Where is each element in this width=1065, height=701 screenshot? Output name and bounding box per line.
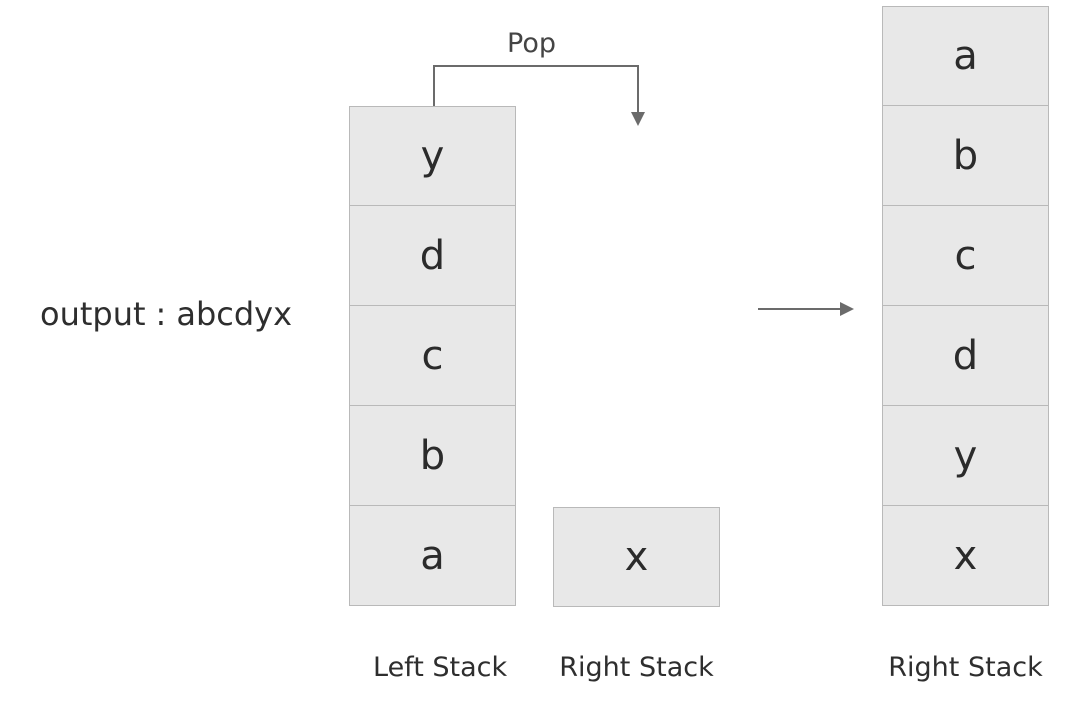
left-stack: y d c b a	[349, 106, 516, 606]
left-stack-cell: d	[349, 206, 516, 306]
output-label: output:abcdyx	[40, 292, 292, 336]
right-stack-after-cell: d	[882, 306, 1049, 406]
output-separator: :	[155, 295, 167, 333]
left-stack-cell: b	[349, 406, 516, 506]
right-stack-after-cell: b	[882, 106, 1049, 206]
left-stack-cell: y	[349, 106, 516, 206]
right-stack-after-cell: c	[882, 206, 1049, 306]
output-value: abcdyx	[176, 295, 293, 333]
right-stack-after-caption: Right Stack	[888, 652, 1043, 683]
left-stack-caption: Left Stack	[373, 652, 508, 683]
pop-arrow-head	[631, 112, 645, 126]
right-stack-before: x	[553, 507, 720, 607]
transition-arrow-head	[840, 302, 854, 316]
right-stack-after-cell: a	[882, 6, 1049, 106]
pop-label: Pop	[507, 28, 556, 59]
left-stack-cell: a	[349, 506, 516, 606]
right-stack-after-cell: x	[882, 506, 1049, 606]
right-stack-after: a b c d y x	[882, 6, 1049, 606]
left-stack-cell: c	[349, 306, 516, 406]
right-stack-after-cell: y	[882, 406, 1049, 506]
right-stack-before-caption: Right Stack	[559, 652, 714, 683]
right-stack-before-cell: x	[553, 507, 720, 607]
output-label-text: output	[40, 295, 146, 333]
